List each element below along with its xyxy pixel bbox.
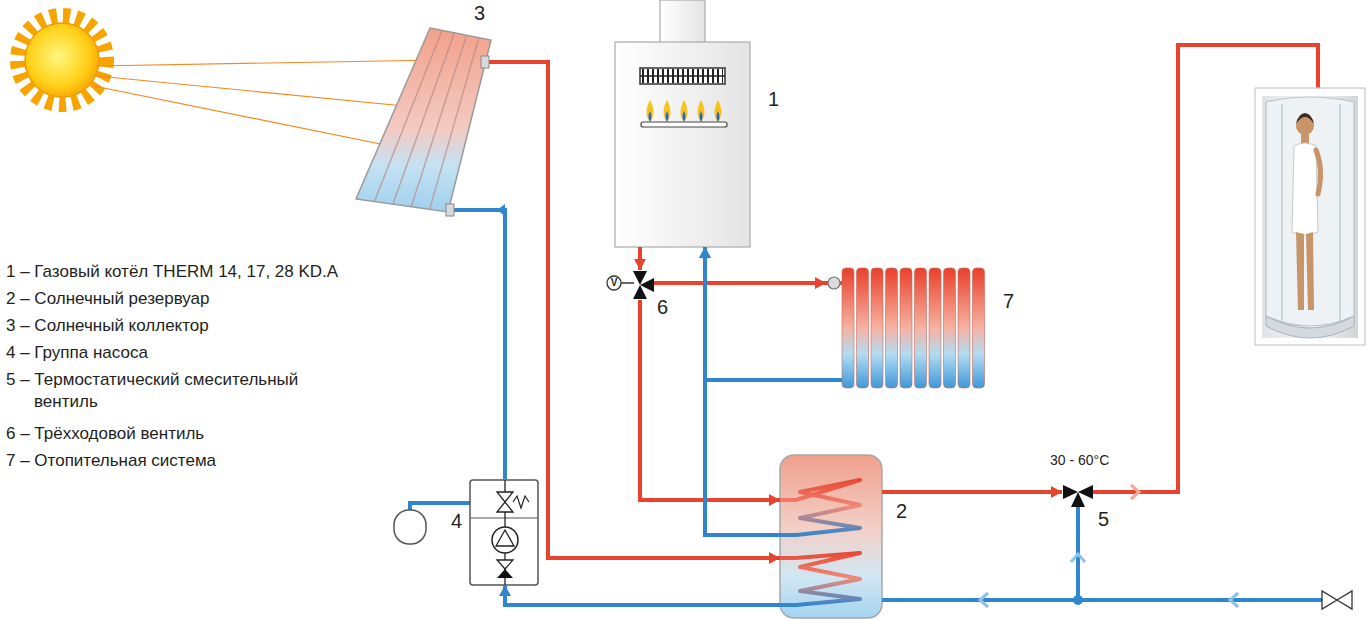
solar-tank: 2 [780, 455, 882, 618]
pump-group: 4 [470, 480, 538, 585]
valve-actuator-letter: V [609, 277, 619, 289]
arrow-head [634, 259, 646, 270]
arrow-head [1051, 486, 1062, 498]
callout-number: 7 [1003, 290, 1014, 313]
pipe-line [654, 281, 826, 285]
solar-tank [780, 455, 882, 618]
callout-number: 2 [896, 500, 907, 523]
pipe-line [640, 300, 780, 500]
radiator [826, 268, 985, 388]
pipe-connector [699, 247, 826, 380]
solar-collector-panel [356, 28, 497, 216]
arrow-head [499, 585, 511, 596]
pipe-connector [640, 300, 780, 506]
legend-entry: 4 – Группа насоса [6, 342, 148, 364]
callout-number: 5 [1098, 508, 1109, 531]
gas-boiler: 1 [615, 0, 750, 247]
callout-number: 4 [451, 510, 462, 533]
pump-group [394, 480, 538, 585]
pipe-connector [654, 277, 826, 289]
gas-boiler [615, 0, 750, 247]
arrow-head [699, 247, 711, 258]
arrow-head [769, 552, 780, 564]
pipe-connector [634, 247, 646, 270]
legend-entry: 3 – Солнечный коллектор [6, 315, 209, 337]
legend-entry: 1 – Газовый котёл THERM 14, 17, 28 KD.A [6, 261, 338, 283]
legend-entry: 7 – Отопительная система [6, 450, 216, 472]
three-way-valve [607, 271, 654, 299]
legend-entry: 6 – Трёхходовой вентиль [6, 423, 204, 445]
mixing-valve: 5 [1062, 476, 1094, 508]
heating-radiator: 7 [826, 265, 988, 391]
pipe-connector [499, 585, 780, 605]
arrow-head [497, 204, 505, 216]
pipe-connector [699, 247, 780, 535]
pipe-line [505, 585, 780, 605]
pipe-line [705, 247, 826, 380]
pipe-line [497, 210, 505, 480]
pipe-line [882, 490, 1062, 494]
cold-water-pipe [882, 507, 1352, 609]
sun [18, 16, 440, 150]
pipe-connector [882, 486, 1062, 498]
shower-picture [1255, 88, 1365, 345]
solar-collector: 3 [355, 22, 497, 215]
pipe-connector [497, 62, 780, 564]
callout-number: 3 [474, 2, 485, 25]
pipe-line [705, 247, 780, 535]
pipe-line [497, 62, 780, 558]
arrow-head [699, 247, 711, 258]
callout-number: 1 [768, 88, 779, 111]
callout-number: 6 [657, 296, 668, 319]
temperature-range: 30 - 60°C [1050, 452, 1109, 469]
arrow-head [769, 494, 780, 506]
mixing-valve [1063, 485, 1093, 507]
legend-entry: 2 – Солнечный резервуар [6, 288, 210, 310]
pipe-connector [497, 204, 505, 480]
legend-entry: 5 – Термостатический смесительный вентил… [6, 369, 306, 413]
arrow-head [815, 277, 826, 289]
